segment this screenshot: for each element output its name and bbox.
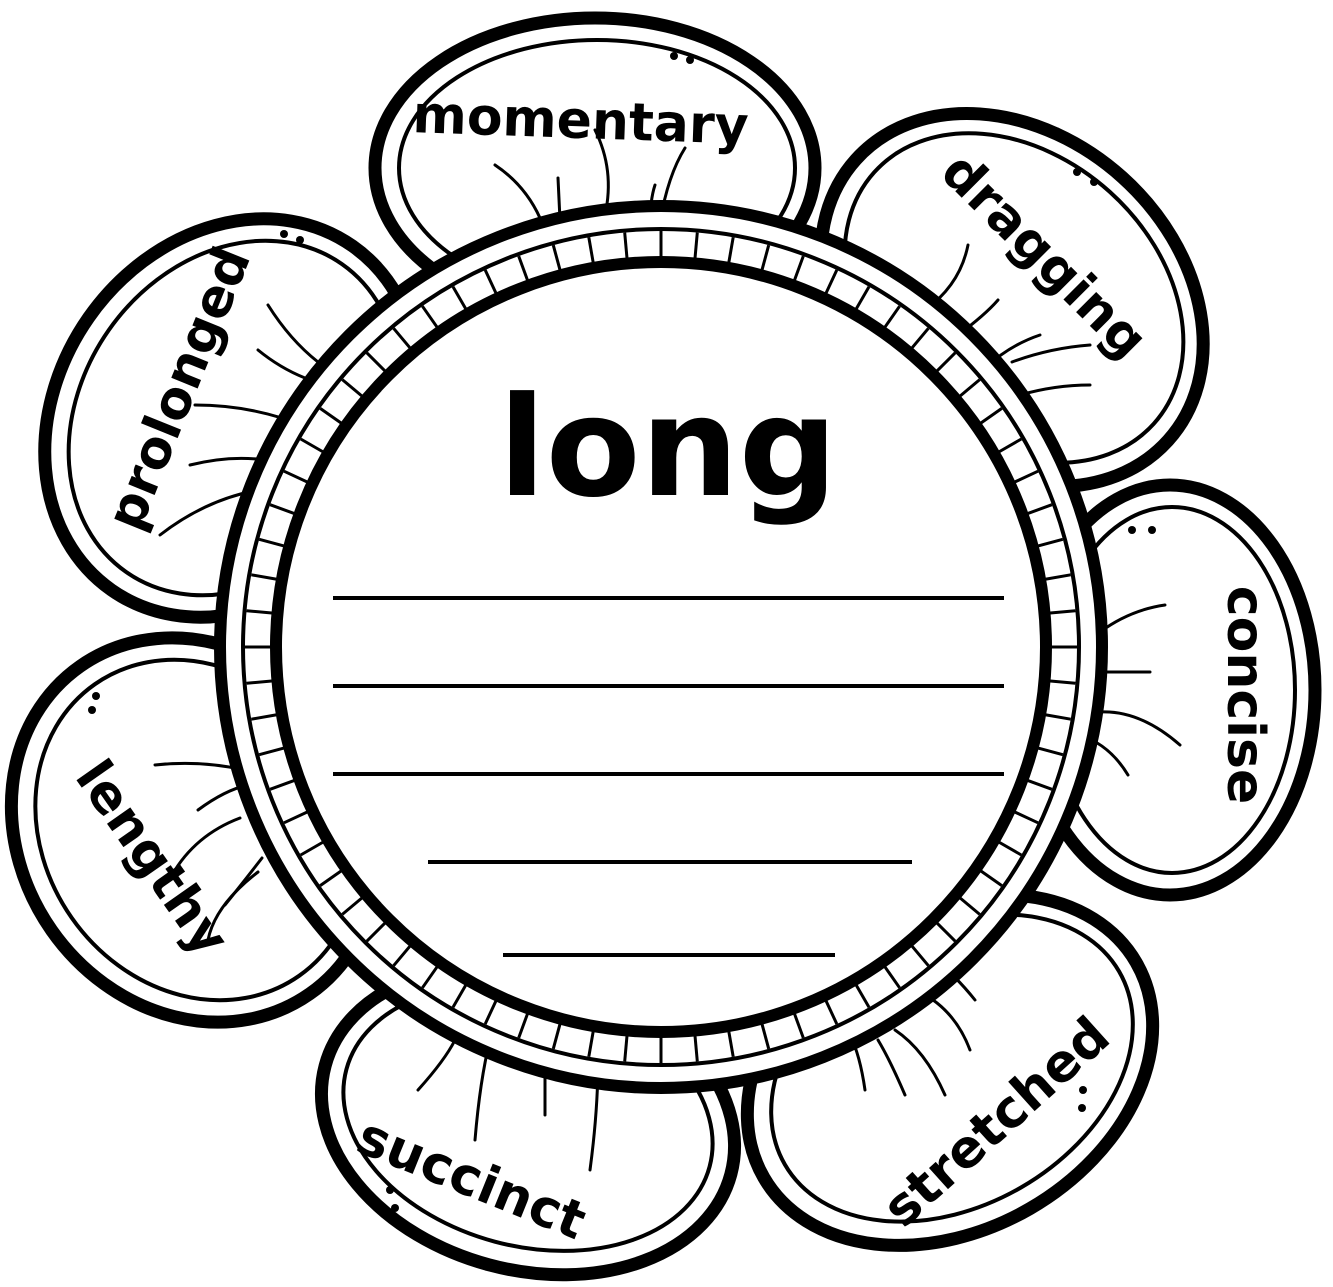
center-word: long [498, 367, 837, 528]
petal-word-momentary: momentary [412, 85, 750, 157]
petal-word-concise: concise [1215, 586, 1275, 804]
